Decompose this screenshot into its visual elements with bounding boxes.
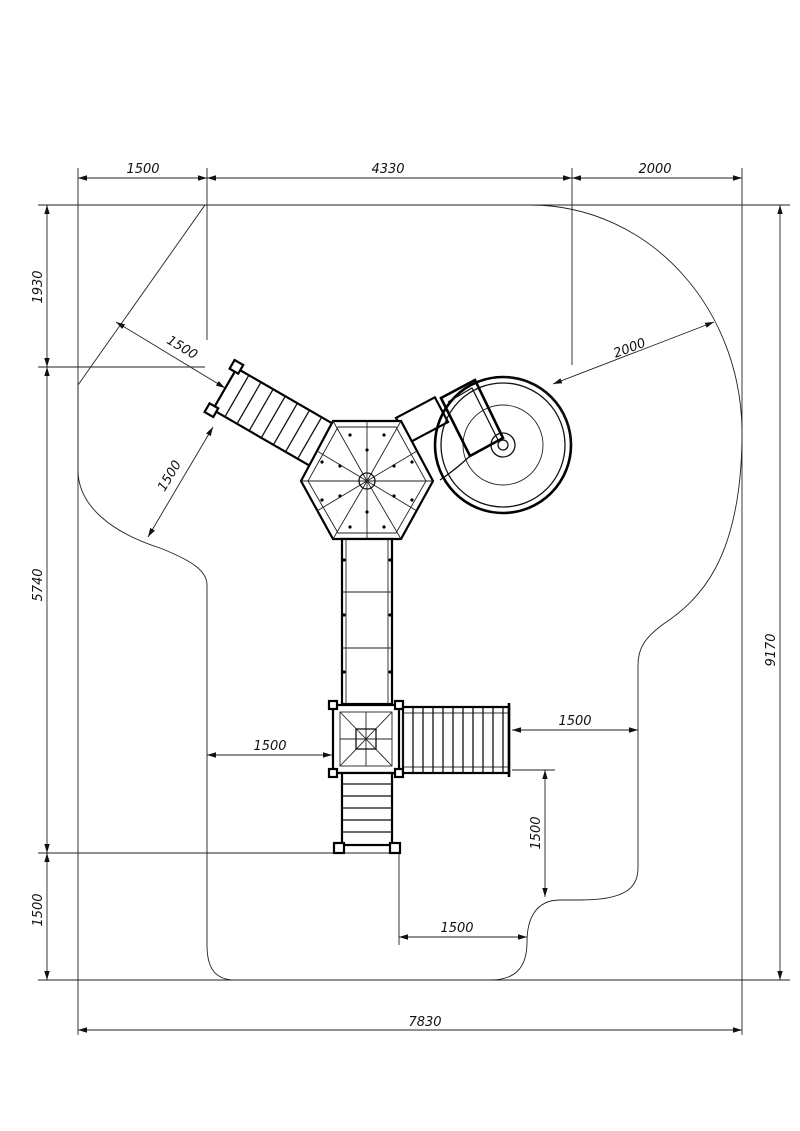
safety-zone-outline bbox=[77, 204, 743, 981]
right-ladder bbox=[401, 703, 511, 777]
spiral-slide bbox=[433, 375, 573, 515]
dim-left-top: 1930 bbox=[31, 270, 46, 303]
dim-diag-upper-left: 1500 bbox=[164, 333, 200, 363]
square-tower bbox=[327, 699, 405, 779]
vertical-bridge bbox=[340, 537, 394, 706]
dim-lower-horizontal: 1500 bbox=[440, 921, 473, 936]
dimension-lines bbox=[38, 168, 790, 1035]
dim-bottom-total: 7830 bbox=[408, 1015, 441, 1030]
dim-left-bottom: 1500 bbox=[31, 893, 46, 926]
dim-right-total: 9170 bbox=[764, 633, 779, 666]
dim-mid-left: 1500 bbox=[253, 739, 286, 754]
upper-left-stairs bbox=[203, 358, 339, 470]
dim-top-right: 2000 bbox=[638, 162, 671, 177]
dim-top-left: 1500 bbox=[126, 162, 159, 177]
dim-diag-slide: 2000 bbox=[612, 336, 648, 362]
dim-top-middle: 4330 bbox=[371, 162, 404, 177]
dim-mid-right: 1500 bbox=[558, 714, 591, 729]
hex-tower bbox=[299, 419, 435, 541]
dim-lower-vertical: 1500 bbox=[529, 816, 544, 849]
lower-stairs bbox=[332, 771, 402, 855]
dim-left-middle: 5740 bbox=[31, 568, 46, 601]
dim-diag-stair: 1500 bbox=[155, 458, 185, 494]
